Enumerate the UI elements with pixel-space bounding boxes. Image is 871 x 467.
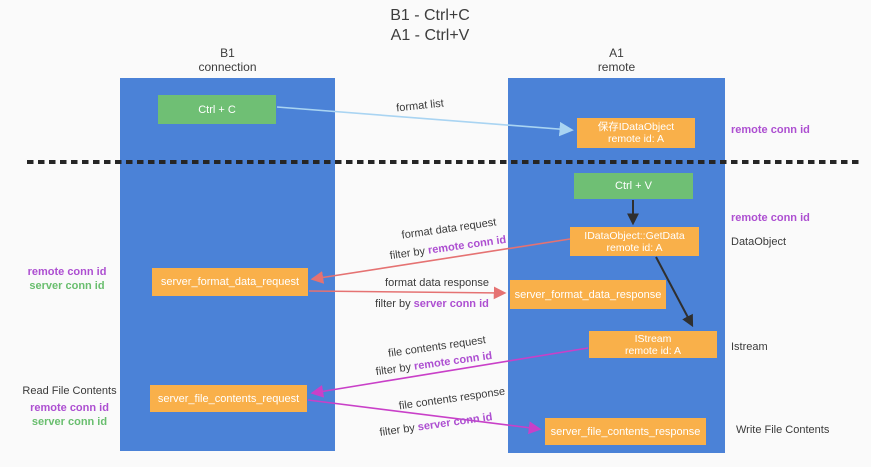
node-server-file-contents-request: server_file_contents_request: [150, 385, 307, 412]
node-format-request-label: server_format_data_request: [160, 276, 300, 288]
lane-b1-title: B1: [220, 46, 235, 60]
node-ctrl-c: Ctrl + C: [158, 95, 276, 124]
server-conn-id-text: server conn id: [413, 298, 489, 310]
lane-header-a1: A1 remote: [508, 46, 725, 74]
lane-b1-subtitle: connection: [198, 60, 257, 74]
filter-by-text: filter by: [389, 245, 426, 263]
diagram-title: B1 - Ctrl+C A1 - Ctrl+V: [280, 6, 580, 46]
server-conn-id-text: server conn id: [417, 411, 494, 434]
node-server-format-data-response: server_format_data_response: [510, 280, 666, 309]
node-getdata-line1: IDataObject::GetData: [584, 229, 685, 242]
dashed-divider: [27, 160, 860, 164]
label-filter-server-2: filter by server conn id: [379, 411, 493, 439]
node-istream: IStream remote id: A: [589, 331, 717, 358]
remote-conn-id-text: remote conn id: [427, 233, 507, 257]
node-format-response-label: server_format_data_response: [514, 288, 662, 301]
annotation-left-conn-ids: remote conn id server conn id: [22, 265, 112, 293]
label-filter-server-1: filter by server conn id: [375, 298, 489, 310]
node-idataobject-getdata: IDataObject::GetData remote id: A: [570, 227, 699, 256]
node-ctrl-c-label: Ctrl + C: [198, 103, 236, 116]
label-format-data-response: format data response: [385, 277, 489, 289]
title-line-1: B1 - Ctrl+C: [390, 7, 470, 24]
node-save-idataobject-line2: remote id: A: [607, 133, 665, 145]
node-server-format-data-request: server_format_data_request: [152, 268, 308, 296]
label-format-list: format list: [395, 97, 445, 115]
annotation-read-file-contents: Read File Contents: [22, 385, 117, 397]
node-getdata-line2: remote id: A: [606, 241, 663, 254]
node-save-idataobject: 保存IDataObject remote id: A: [577, 118, 695, 148]
label-file-contents-response: file contents response: [398, 385, 506, 413]
node-file-request-label: server_file_contents_request: [157, 392, 300, 405]
annotation-read-file-contents-group: Read File Contents remote conn id server…: [22, 384, 117, 429]
annotation-remote-conn-id-top: remote conn id: [731, 124, 810, 136]
annotation-remote-conn-id-bottom: remote conn id: [30, 402, 109, 414]
annotation-dataobject: DataObject: [731, 236, 787, 248]
filter-by-text: filter by: [378, 422, 416, 439]
lane-a1-title: A1: [609, 46, 624, 60]
node-istream-line2: remote id: A: [624, 344, 682, 357]
node-server-file-contents-response: server_file_contents_response: [545, 418, 706, 445]
lane-a1-subtitle: remote: [597, 60, 636, 74]
annotation-istream: Istream: [731, 341, 768, 353]
lane-header-b1: B1 connection: [120, 46, 335, 74]
node-ctrl-v: Ctrl + V: [574, 173, 693, 199]
annotation-remote-conn-id-mid: remote conn id: [731, 212, 810, 224]
arrow-format-data-response: [308, 286, 507, 300]
annotation-server-conn-id-left: server conn id: [29, 280, 105, 292]
filter-by-text: filter by: [375, 361, 412, 379]
node-ctrl-v-label: Ctrl + V: [615, 180, 652, 192]
filter-by-text: filter by: [375, 298, 411, 310]
node-istream-line1: IStream: [634, 332, 672, 345]
node-save-idataobject-line1: 保存IDataObject: [597, 121, 675, 133]
annotation-remote-conn-id-left: remote conn id: [27, 266, 107, 278]
annotation-write-file-contents: Write File Contents: [736, 424, 830, 436]
title-line-2: A1 - Ctrl+V: [390, 27, 470, 44]
node-file-response-label: server_file_contents_response: [550, 425, 701, 438]
annotation-server-conn-id-bottom: server conn id: [31, 416, 108, 428]
